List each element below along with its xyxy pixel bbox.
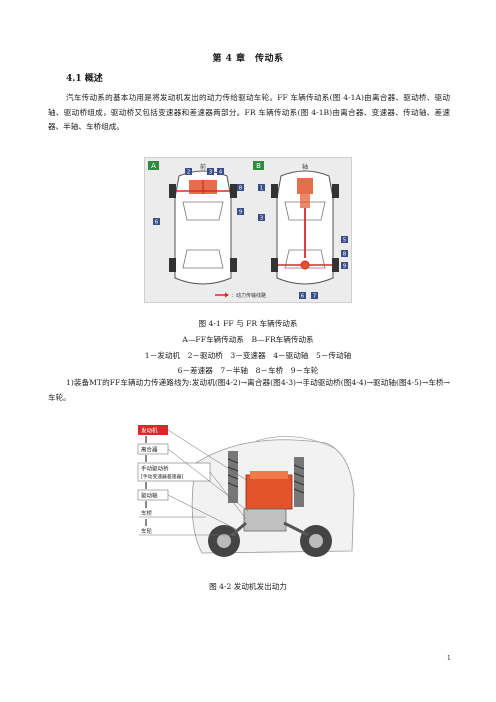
callout-a-2 [185,168,192,175]
callout-b-6-label: 6 [301,294,305,300]
callout-b-1-label: 1 [260,186,264,192]
callout-b-7 [311,292,318,299]
figure-4-1-caption-line-2: A—FF车辆传动系 B—FR车辆传动系 [182,335,314,344]
ff-car-outline [169,170,237,285]
callout-b-5 [341,236,348,243]
callout-b-9-label: 9 [343,264,347,270]
figure-4-2-caption: 图 4-2 发动机发出动力 [209,582,287,591]
chapter-title: 第 4 章 传动系 [212,54,284,64]
power-flow-legend: ：动力传输线路 [215,292,266,299]
flow-label-manual-transaxle: 手动驱动桥 [141,465,169,473]
callout-a-3-label: 3 [209,170,213,176]
callout-a-8-label: 8 [239,186,243,192]
panel-a-badge [148,161,159,170]
panel-a-letter: A [151,162,156,170]
car-cutaway-illustration [191,436,355,557]
callout-b-8-label: 8 [343,252,347,258]
flow-label-transaxle-detail: [手动变速器差速器] [141,473,183,480]
callout-a-8 [237,184,244,191]
callout-b-6 [299,292,306,299]
flow-label-drive-shaft: 驱动轴 [141,492,158,500]
panel-b-badge [253,161,264,170]
power-flow-chart: 发动机 离合器 手动驱动桥 [手动变速器差速器] 驱动轴 车桥 车轮 [137,425,249,536]
figure-4-1-drivetrain-diagram: A 前 2 3 [144,157,352,303]
callout-a-6 [153,218,160,225]
legend-label: ：动力传输线路 [231,292,266,299]
callout-a-4 [217,168,224,175]
flow-label-axle: 车桥 [141,509,153,517]
panel-a-header: 前 [200,163,206,171]
flow-box-engine [138,425,168,435]
panel-b-header: 轴 [302,163,308,171]
figure-4-1-caption: 图 4-1 FF 与 FR 车辆传动系 [198,319,298,328]
callout-b-1 [258,184,265,191]
page-number: 1 [447,655,451,662]
callout-a-3 [207,168,214,175]
flow-label-wheel: 车轮 [141,527,153,535]
callout-a-2-label: 2 [187,170,191,176]
callout-b-7-label: 7 [313,294,317,300]
flow-label-engine: 发动机 [141,427,158,435]
figure-4-1-caption-line-4: 6－差速器 7－半轴 8－车桥 9－车轮 [177,366,319,375]
drivetrain-diagram-svg: A 前 2 3 [148,161,348,300]
callout-b-3-label: 3 [260,216,264,222]
paragraph-intro: 汽车传动系的基本功用是将发动机发出的动力传给驱动车轮。FF 车辆传动系(图 4-… [48,93,450,132]
callout-a-4-label: 4 [219,170,223,176]
callout-a-6-label: 6 [155,220,159,226]
engine-diagram-svg: 发动机 离合器 手动驱动桥 [手动变速器差速器] 驱动轴 车桥 车轮 [137,425,355,557]
callout-a-9 [237,208,244,215]
paragraph-ff-power-path: 1)装备MT的FF车辆动力传递路线为:发动机(图4-2)→离合器(图4-3)→手… [48,378,450,402]
figure-4-2-engine-power-diagram: 发动机 离合器 手动驱动桥 [手动变速器差速器] 驱动轴 车桥 车轮 [136,423,358,569]
figure-4-1-caption-line-3: 1－发动机 2－驱动桥 3－变速器 4－驱动轴 5－传动轴 [144,351,352,360]
flow-box-drive-shaft [137,489,169,501]
callout-b-9 [341,262,348,269]
callout-b-5-label: 5 [343,238,347,244]
callout-b-8 [341,250,348,257]
fr-car-outline [271,170,339,285]
section-title: 4.1 概述 [66,74,103,84]
flow-label-clutch: 离合器 [141,446,158,454]
callout-b-3 [258,214,265,221]
callout-a-9-label: 9 [239,210,243,216]
panel-b-letter: B [256,162,261,170]
